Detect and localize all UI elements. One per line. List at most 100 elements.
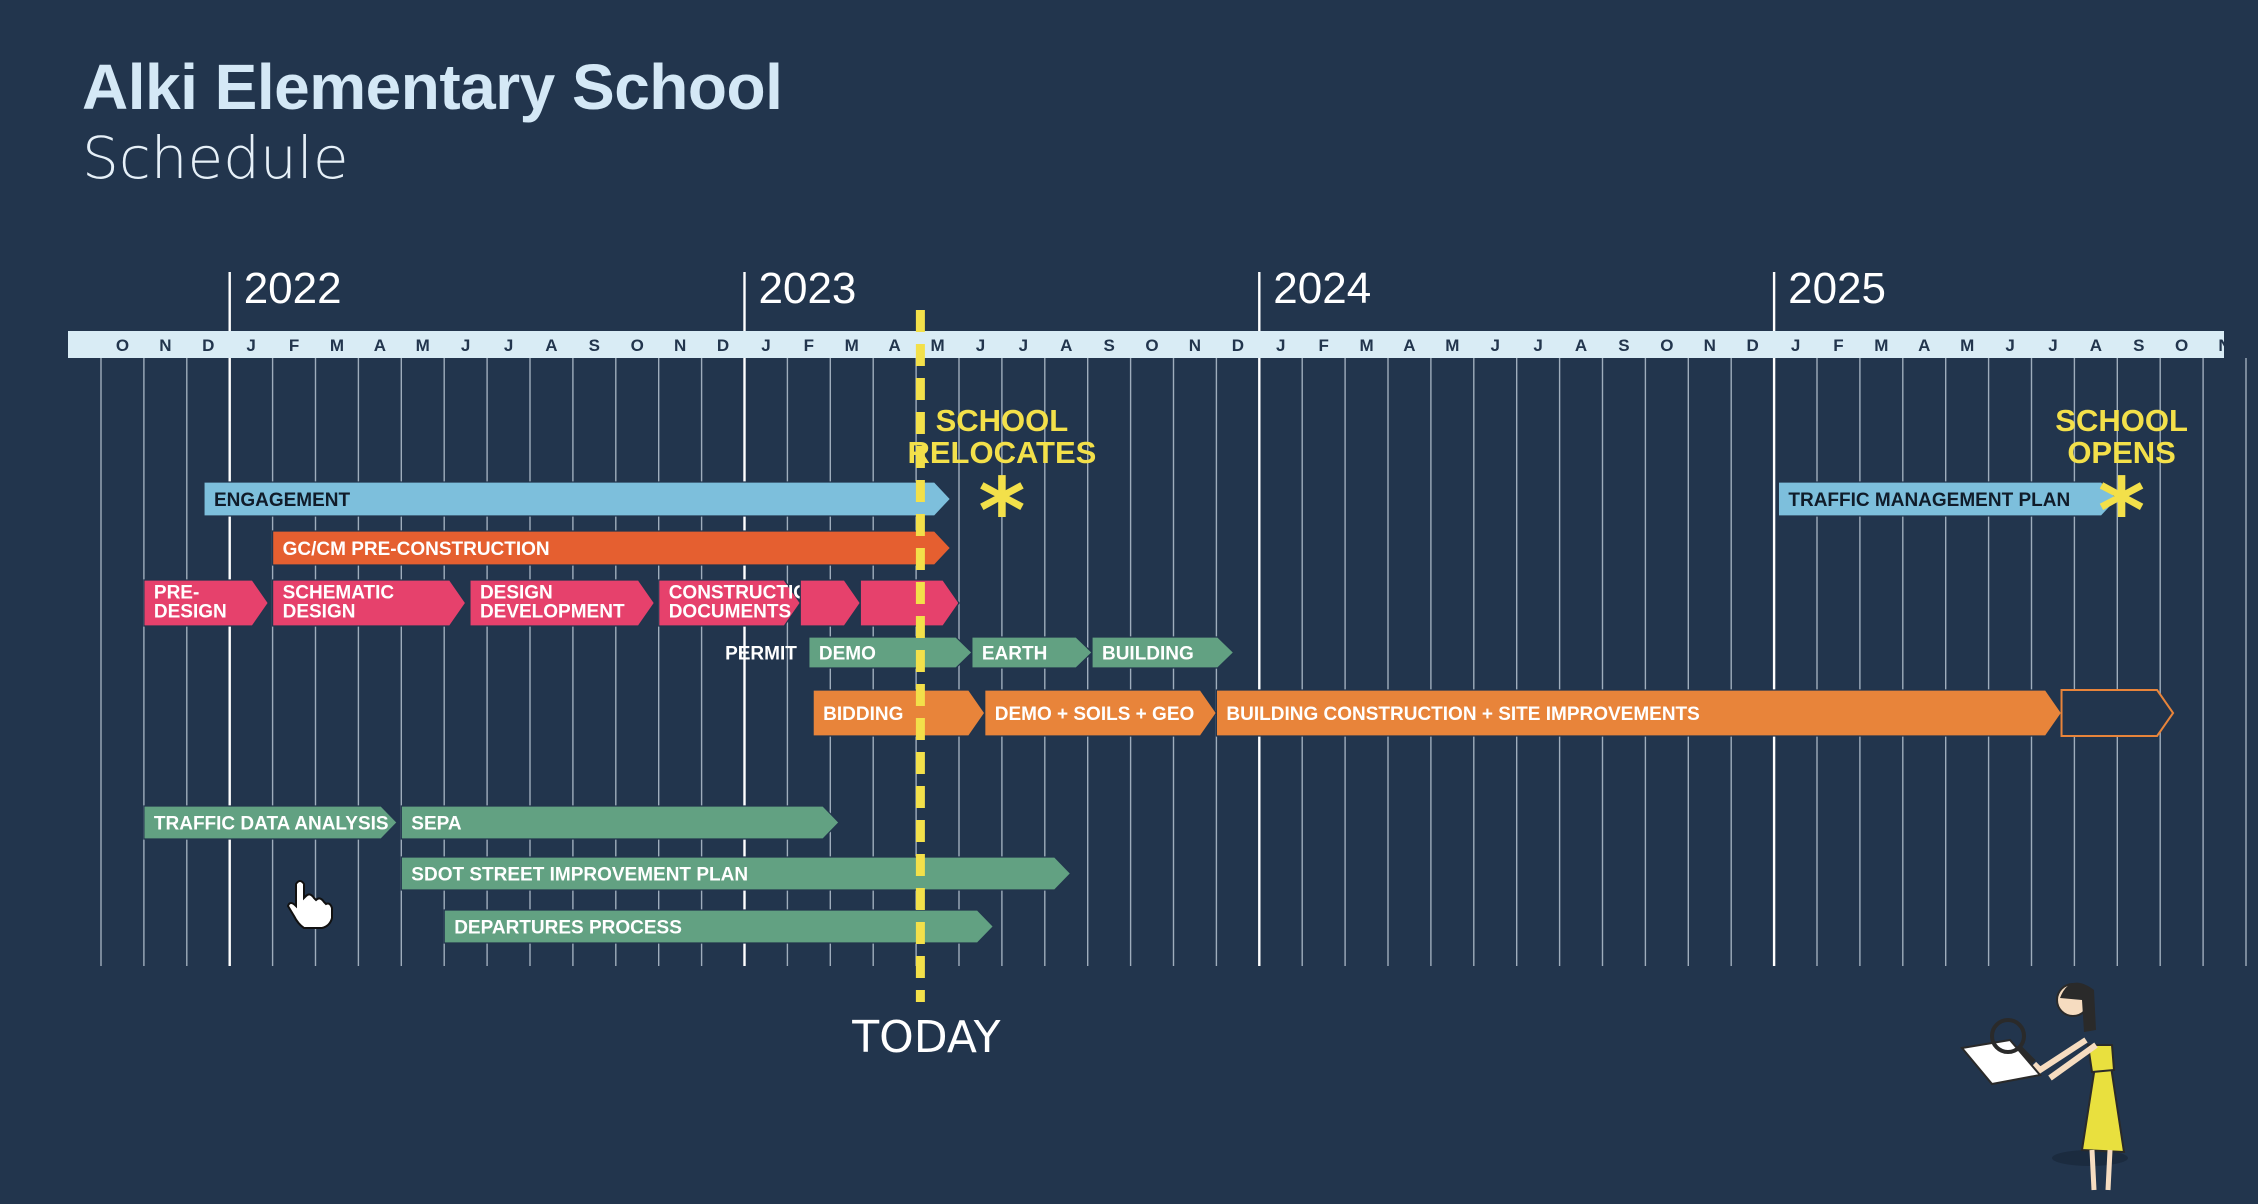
- month-label: S: [589, 336, 600, 355]
- task-label: TRAFFIC MANAGEMENT PLAN: [1788, 490, 2070, 511]
- task-label: BIDDING: [823, 704, 903, 725]
- task-bar: SCHEMATICDESIGN: [273, 580, 466, 626]
- year-label: 2023: [759, 264, 857, 313]
- task-label: GC/CM PRE-CONSTRUCTION: [283, 539, 550, 560]
- task-label: DESIGN: [480, 583, 553, 604]
- task-label: BUILDING CONSTRUCTION + SITE IMPROVEMENT…: [1226, 704, 1699, 725]
- month-label: A: [1575, 336, 1587, 355]
- month-label: J: [1491, 336, 1500, 355]
- month-label: O: [116, 336, 129, 355]
- year-label: 2022: [244, 264, 342, 313]
- month-label: J: [246, 336, 255, 355]
- month-label: M: [416, 336, 430, 355]
- task-bar: EARTH: [972, 637, 1092, 668]
- hand-cursor-icon: [288, 881, 332, 928]
- task-bar: DEPARTURES PROCESS: [444, 910, 993, 943]
- month-label: N: [1704, 336, 1716, 355]
- month-label: N: [159, 336, 171, 355]
- month-label: M: [1874, 336, 1888, 355]
- month-label: A: [1060, 336, 1072, 355]
- today-label: TODAY: [851, 1012, 1000, 1063]
- task-label: SCHEMATIC: [283, 583, 395, 604]
- month-label: N: [2218, 336, 2230, 355]
- month-label: J: [1019, 336, 1028, 355]
- task-bar: [2062, 690, 2174, 736]
- month-label: D: [717, 336, 729, 355]
- month-label: O: [1145, 336, 1158, 355]
- task-bar: TRAFFIC MANAGEMENT PLAN: [1778, 482, 2117, 516]
- month-label: A: [1918, 336, 1930, 355]
- milestone-label: SCHOOL: [936, 403, 1069, 438]
- task-label: BUILDING: [1102, 644, 1194, 665]
- month-label: M: [330, 336, 344, 355]
- task-shape: [860, 580, 959, 626]
- task-bar: BUILDING CONSTRUCTION + SITE IMPROVEMENT…: [1216, 690, 2061, 736]
- month-label: D: [1747, 336, 1759, 355]
- month-label: A: [2090, 336, 2102, 355]
- month-label: D: [1232, 336, 1244, 355]
- task-shape: [401, 806, 839, 839]
- month-label: O: [2175, 336, 2188, 355]
- month-label: M: [930, 336, 944, 355]
- month-label: A: [374, 336, 386, 355]
- task-label: PRE-: [154, 583, 199, 604]
- task-bar: DEMO: [809, 637, 972, 668]
- task-label: EARTH: [982, 644, 1047, 665]
- month-label: J: [2005, 336, 2014, 355]
- task-label: DESIGN: [283, 602, 356, 623]
- month-label: A: [1403, 336, 1415, 355]
- month-label: J: [976, 336, 985, 355]
- month-label: M: [1359, 336, 1373, 355]
- task-label: DEMO: [819, 644, 876, 665]
- year-label: 2025: [1788, 264, 1886, 313]
- task-shape: [800, 580, 860, 626]
- task-bar: SEPA: [401, 806, 839, 839]
- month-label: O: [631, 336, 644, 355]
- task-label: SDOT STREET IMPROVEMENT PLAN: [411, 865, 748, 886]
- month-label: J: [504, 336, 513, 355]
- task-bar: ENGAGEMENT: [204, 482, 950, 516]
- month-label: J: [1533, 336, 1542, 355]
- task-bar: [860, 580, 959, 626]
- milestone-star-icon: *: [978, 459, 1025, 564]
- month-label: J: [761, 336, 770, 355]
- month-label: D: [202, 336, 214, 355]
- task-shape: [2062, 690, 2174, 736]
- task-label: SEPA: [411, 814, 462, 835]
- task-label: CONSTRUCTION: [669, 583, 822, 604]
- month-label: O: [1660, 336, 1673, 355]
- milestone-star-icon: *: [2098, 459, 2145, 564]
- task-label: ENGAGEMENT: [214, 490, 351, 511]
- task-label: DOCUMENTS: [669, 602, 791, 623]
- month-label: F: [1318, 336, 1328, 355]
- month-label: N: [1189, 336, 1201, 355]
- task-bar: BUILDING: [1092, 637, 1234, 668]
- permit-label: PERMIT: [725, 644, 797, 665]
- month-label: M: [1445, 336, 1459, 355]
- task-bar: PRE-DESIGN: [144, 580, 268, 626]
- person-illustration: [1962, 983, 2128, 1190]
- month-label: N: [674, 336, 686, 355]
- month-label: M: [845, 336, 859, 355]
- task-bar: SDOT STREET IMPROVEMENT PLAN: [401, 857, 1070, 890]
- task-label: DEVELOPMENT: [480, 602, 625, 623]
- task-label: DEMO + SOILS + GEO: [995, 704, 1195, 725]
- month-label: J: [2048, 336, 2057, 355]
- task-bar: GC/CM PRE-CONSTRUCTION: [273, 531, 951, 565]
- milestone-label: SCHOOL: [2055, 403, 2188, 438]
- task-bars: ENGAGEMENT TRAFFIC MANAGEMENT PLAN GC/CM P…: [144, 482, 2173, 943]
- month-label: F: [289, 336, 299, 355]
- month-label: M: [1960, 336, 1974, 355]
- month-label: S: [1103, 336, 1114, 355]
- task-bar: TRAFFIC DATA ANALYSIS: [144, 806, 397, 839]
- month-label: J: [461, 336, 470, 355]
- year-label: 2024: [1273, 264, 1371, 313]
- month-label: J: [1791, 336, 1800, 355]
- month-label: F: [1833, 336, 1843, 355]
- task-bar: BIDDING: [813, 690, 985, 736]
- month-label: S: [2133, 336, 2144, 355]
